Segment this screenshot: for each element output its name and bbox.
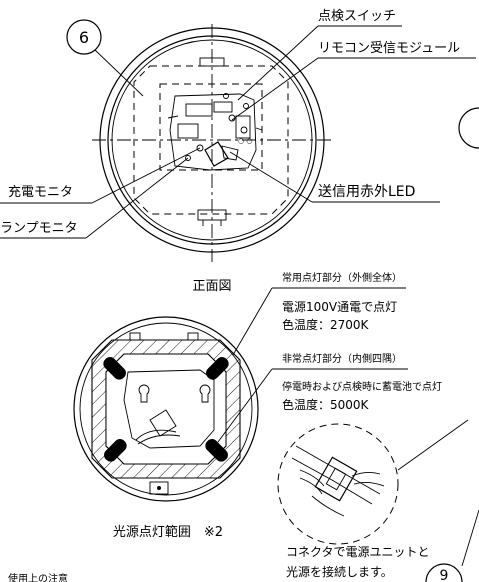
svg-text:非常点灯部分（内側四隅）: 非常点灯部分（内側四隅） [282, 352, 402, 365]
svg-text:色温度：2700K: 色温度：2700K [282, 317, 370, 332]
svg-text:光源を接続します。: 光源を接続します。 [286, 564, 393, 579]
callout-6: 6 [66, 19, 144, 97]
svg-text:○ ○: ○ ○ [238, 137, 252, 145]
lighting-range-view [73, 316, 259, 502]
front-view-caption: 正面図 [192, 279, 231, 294]
svg-text:リモコン受信モジュール: リモコン受信モジュール [318, 41, 460, 56]
svg-text:常用点灯部分（外側全体）: 常用点灯部分（外側全体） [282, 271, 402, 284]
svg-text:点検スイッチ: 点検スイッチ [318, 9, 396, 24]
callout-9: 9 [425, 509, 479, 582]
svg-text:電源100V通電で点灯: 電源100V通電で点灯 [282, 300, 397, 314]
callout-9-label: 9 [440, 568, 449, 582]
label-remote-module: リモコン受信モジュール [231, 41, 476, 121]
label-normal-lighting: 常用点灯部分（外側全体） 電源100V通電で点灯 色温度：2700K [232, 271, 406, 356]
svg-text:停電時および点検時に蓄電池で点灯: 停電時および点検時に蓄電池で点灯 [282, 380, 442, 393]
svg-text:色温度：5000K: 色温度：5000K [282, 397, 370, 412]
connector-detail [277, 419, 469, 545]
svg-text:コネクタで電源ユニットと: コネクタで電源ユニットと [286, 545, 430, 559]
front-view: ○ ○ [92, 24, 332, 262]
label-charge-monitor: 充電モニタ [0, 147, 201, 204]
callout-partial-right [458, 107, 479, 149]
svg-text:ランプモニタ: ランプモニタ [0, 221, 78, 236]
connector-note: コネクタで電源ユニットと 光源を接続します。 [286, 545, 430, 579]
label-lamp-monitor: ランプモニタ [0, 157, 189, 239]
callout-6-label: 6 [79, 28, 89, 47]
svg-text:充電モニタ: 充電モニタ [8, 184, 73, 200]
svg-text:送信用赤外LED: 送信用赤外LED [318, 184, 415, 200]
usage-notes-heading: 使用上の注意 [8, 572, 68, 582]
label-ir-led: 送信用赤外LED [229, 151, 440, 203]
label-emergency-lighting: 非常点灯部分（内側四隅） 停電時および点検時に蓄電池で点灯 色温度：5000K [217, 352, 442, 443]
label-inspection-switch: 点検スイッチ [237, 9, 402, 101]
lighting-range-caption: 光源点灯範囲 ※2 [113, 525, 223, 540]
